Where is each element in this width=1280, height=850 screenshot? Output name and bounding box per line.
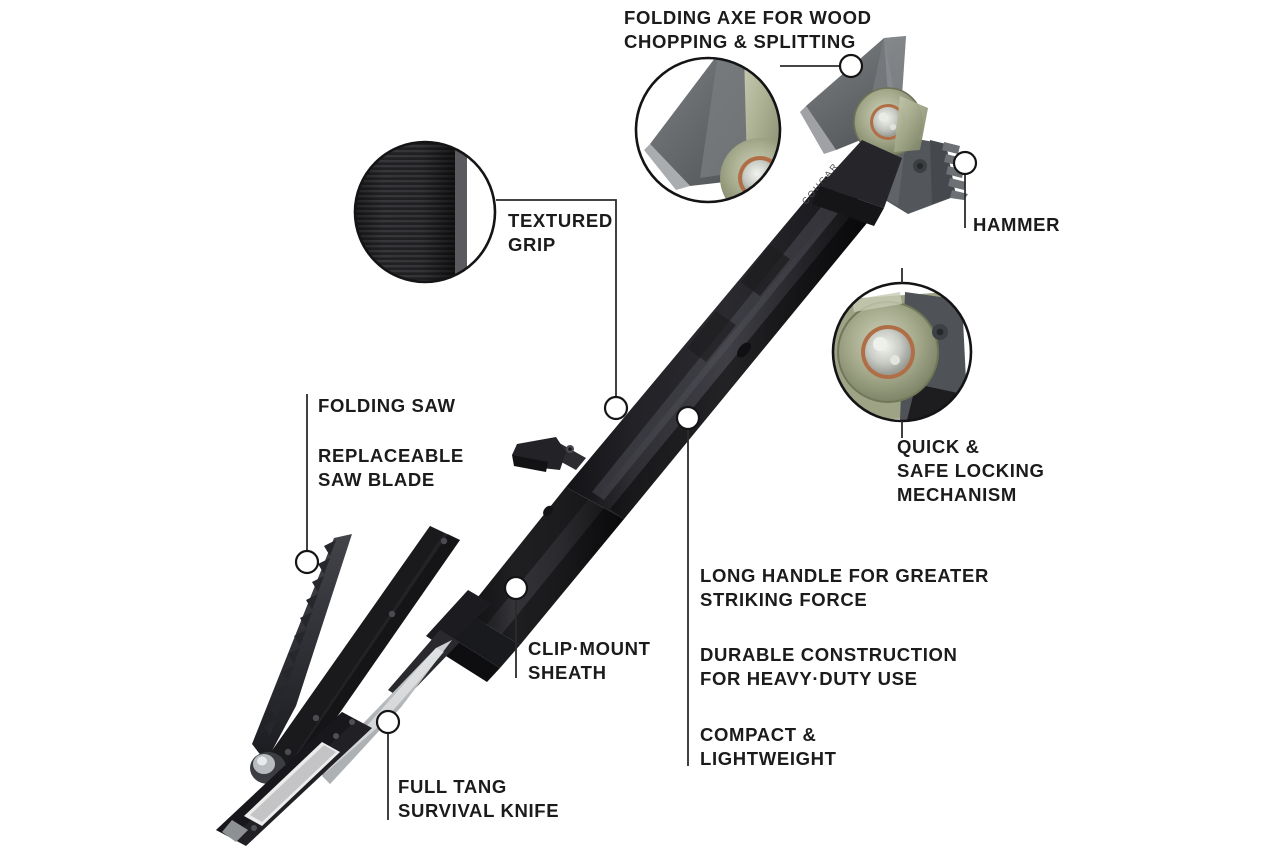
detail-circle-locking-mechanism-group (831, 281, 973, 423)
callout-durable-construction: DURABLE CONSTRUCTION FOR HEAVY·DUTY USE (700, 644, 958, 690)
leader-marker-folding-saw (294, 549, 320, 575)
callout-long-handle-striking-force: LONG HANDLE FOR GREATER STRIKING FORCE (700, 565, 989, 611)
folding-saw-assembly (250, 526, 460, 784)
callout-full-tang-survival-knife: FULL TANG SURVIVAL KNIFE (398, 776, 560, 822)
tool-sheath-section (438, 487, 624, 682)
callout-folding-axe: FOLDING AXE FOR WOOD CHOPPING & SPLITTIN… (624, 7, 872, 53)
leader-marker-clip-sheath (503, 575, 529, 601)
detail-circle-textured-grip-group (353, 140, 497, 284)
callout-replaceable-saw-blade: REPLACEABLE SAW BLADE (318, 445, 464, 491)
main-tool-assembly: COUGAR (438, 36, 968, 682)
callout-compact-lightweight: COMPACT & LIGHTWEIGHT (700, 724, 837, 770)
callout-clip-mount-sheath: CLIP·MOUNT SHEATH (528, 638, 651, 684)
callout-quick-safe-locking-mechanism: QUICK & SAFE LOCKING MECHANISM (897, 436, 1045, 506)
tool-head-joint (812, 140, 902, 226)
leader-marker-folding-axe (838, 53, 864, 79)
tool-olive-shoulder (894, 96, 928, 152)
tool-belt-clip (512, 437, 586, 472)
callout-folding-saw: FOLDING SAW (318, 395, 456, 416)
leader-marker-textured-grip (603, 395, 629, 421)
leader-marker-long-handle (675, 405, 701, 431)
callout-textured-grip: TEXTURED GRIP (508, 210, 613, 256)
callout-hammer: HAMMER (973, 214, 1061, 235)
saw-teeth (264, 540, 336, 736)
leader-marker-hammer (952, 150, 978, 176)
leader-marker-survival-knife (375, 709, 401, 735)
detail-circle-axe-blade-group (634, 56, 782, 204)
leader-line-textured-grip (496, 199, 617, 397)
leader-markers (294, 53, 978, 735)
tool-long-handle: COUGAR (566, 160, 876, 519)
leader-lines (306, 65, 966, 820)
